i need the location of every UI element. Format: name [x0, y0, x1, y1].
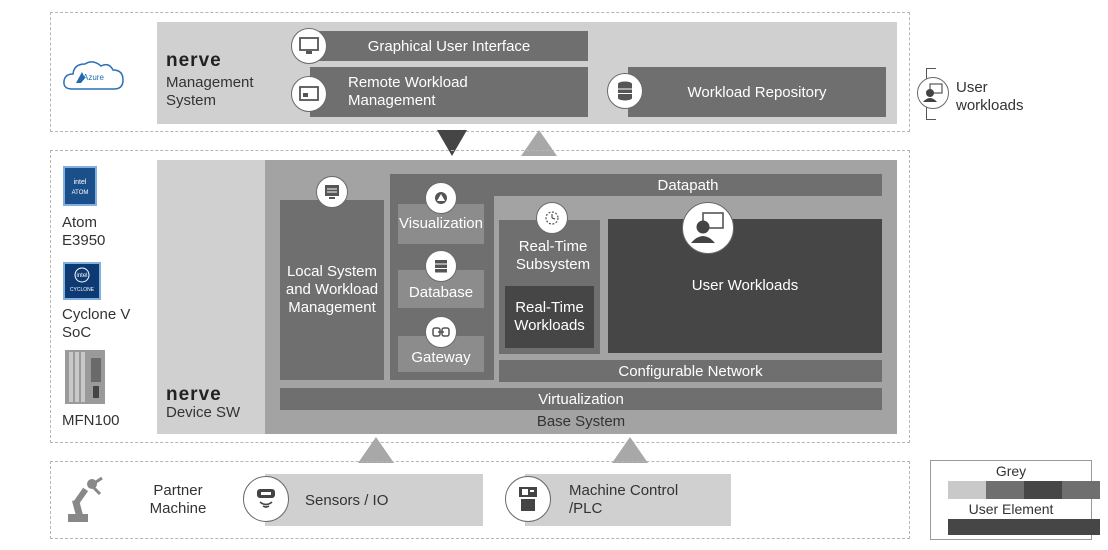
database-label: Database	[408, 284, 474, 301]
legend-swatch-light	[948, 481, 986, 499]
management-region	[50, 12, 910, 132]
device-title: Device SW	[166, 404, 241, 421]
legend-swatch-mid	[986, 481, 1024, 499]
management-brand: nerve	[166, 50, 222, 71]
cyclone-label: Cyclone V SoC	[62, 306, 131, 341]
svg-text:intel: intel	[74, 179, 87, 186]
gateway-label: Gateway	[411, 349, 471, 366]
datapath-bar: Datapath	[494, 174, 882, 196]
rt-workloads-block: Real-Time Workloads	[505, 286, 594, 348]
remote-screen-icon	[291, 76, 327, 112]
plc-icon	[505, 476, 551, 522]
plc-uplink-arrow	[612, 437, 648, 463]
svg-text:intel: intel	[76, 273, 87, 279]
sensors-io-bar: Sensors / IO	[265, 474, 483, 526]
workload-repository-label: Workload Repository	[687, 83, 827, 101]
uplink-arrow	[521, 130, 557, 156]
local-management-label: Local System and Workload Management	[285, 263, 379, 316]
sensors-uplink-arrow	[358, 437, 394, 463]
svg-text:CYCLONE: CYCLONE	[70, 287, 95, 293]
configurable-network-label: Configurable Network	[618, 362, 763, 380]
user-workload-icon	[682, 202, 734, 254]
gateway-icon	[425, 316, 457, 348]
azure-label: Azure	[83, 73, 104, 82]
legend-swatch-dark	[1024, 481, 1062, 499]
database-server-icon	[425, 250, 457, 282]
legend-grey-label: Grey	[995, 463, 1027, 479]
virtualization-label: Virtualization	[538, 390, 624, 408]
base-system-label: Base System	[536, 413, 626, 430]
sensor-icon	[243, 476, 289, 522]
rt-subsystem-label: Real-Time Subsystem	[515, 238, 591, 273]
legend-user-swatch	[948, 519, 1100, 535]
local-management-block: Local System and Workload Management	[280, 200, 384, 380]
svg-text:ATOM: ATOM	[72, 190, 89, 196]
sensors-io-label: Sensors / IO	[305, 491, 389, 509]
gui-label: Graphical User Interface	[367, 37, 531, 55]
database-icon	[607, 73, 643, 109]
visualization-label: Visualization	[399, 215, 483, 232]
partner-region	[50, 461, 910, 539]
partner-machine-label: Partner Machine	[149, 482, 207, 517]
legend-user-element-label: User Element	[968, 501, 1054, 517]
visualization-icon	[425, 182, 457, 214]
machine-control-label: Machine Control /PLC	[569, 482, 679, 517]
device-brand: nerve	[166, 384, 222, 405]
management-title: Management System	[166, 74, 254, 109]
robot-arm-icon	[64, 474, 104, 524]
mfn100-device-image	[63, 348, 107, 406]
mfn100-label: MFN100	[62, 412, 120, 429]
user-workloads-label: User Workloads	[691, 277, 799, 294]
clock-icon	[536, 202, 568, 234]
atom-label: Atom E3950	[62, 214, 106, 249]
datapath-label: Datapath	[657, 176, 719, 194]
azure-cloud-icon	[62, 57, 126, 93]
legend-box	[930, 460, 1092, 540]
rt-workloads-label: Real-Time Workloads	[514, 299, 585, 334]
remote-workload-bar: Remote Workload Management	[310, 67, 588, 117]
downlink-arrow	[437, 130, 467, 156]
virtualization-bar: Virtualization	[280, 388, 882, 410]
local-management-icon	[316, 176, 348, 208]
legend-swatch-mid2	[1062, 481, 1100, 499]
user-workloads-block: User Workloads	[608, 219, 882, 353]
gui-bar: Graphical User Interface	[310, 31, 588, 61]
configurable-network-bar: Configurable Network	[499, 360, 882, 382]
monitor-icon	[291, 28, 327, 64]
workload-repository-bar: Workload Repository	[628, 67, 886, 117]
legend-grey-swatches	[948, 481, 1100, 499]
user-workloads-icon	[917, 77, 949, 109]
machine-control-bar: Machine Control /PLC	[525, 474, 731, 526]
user-workloads-side-label: User workloads	[956, 79, 1024, 114]
remote-workload-label: Remote Workload Management	[348, 74, 468, 109]
device-region	[50, 150, 910, 443]
